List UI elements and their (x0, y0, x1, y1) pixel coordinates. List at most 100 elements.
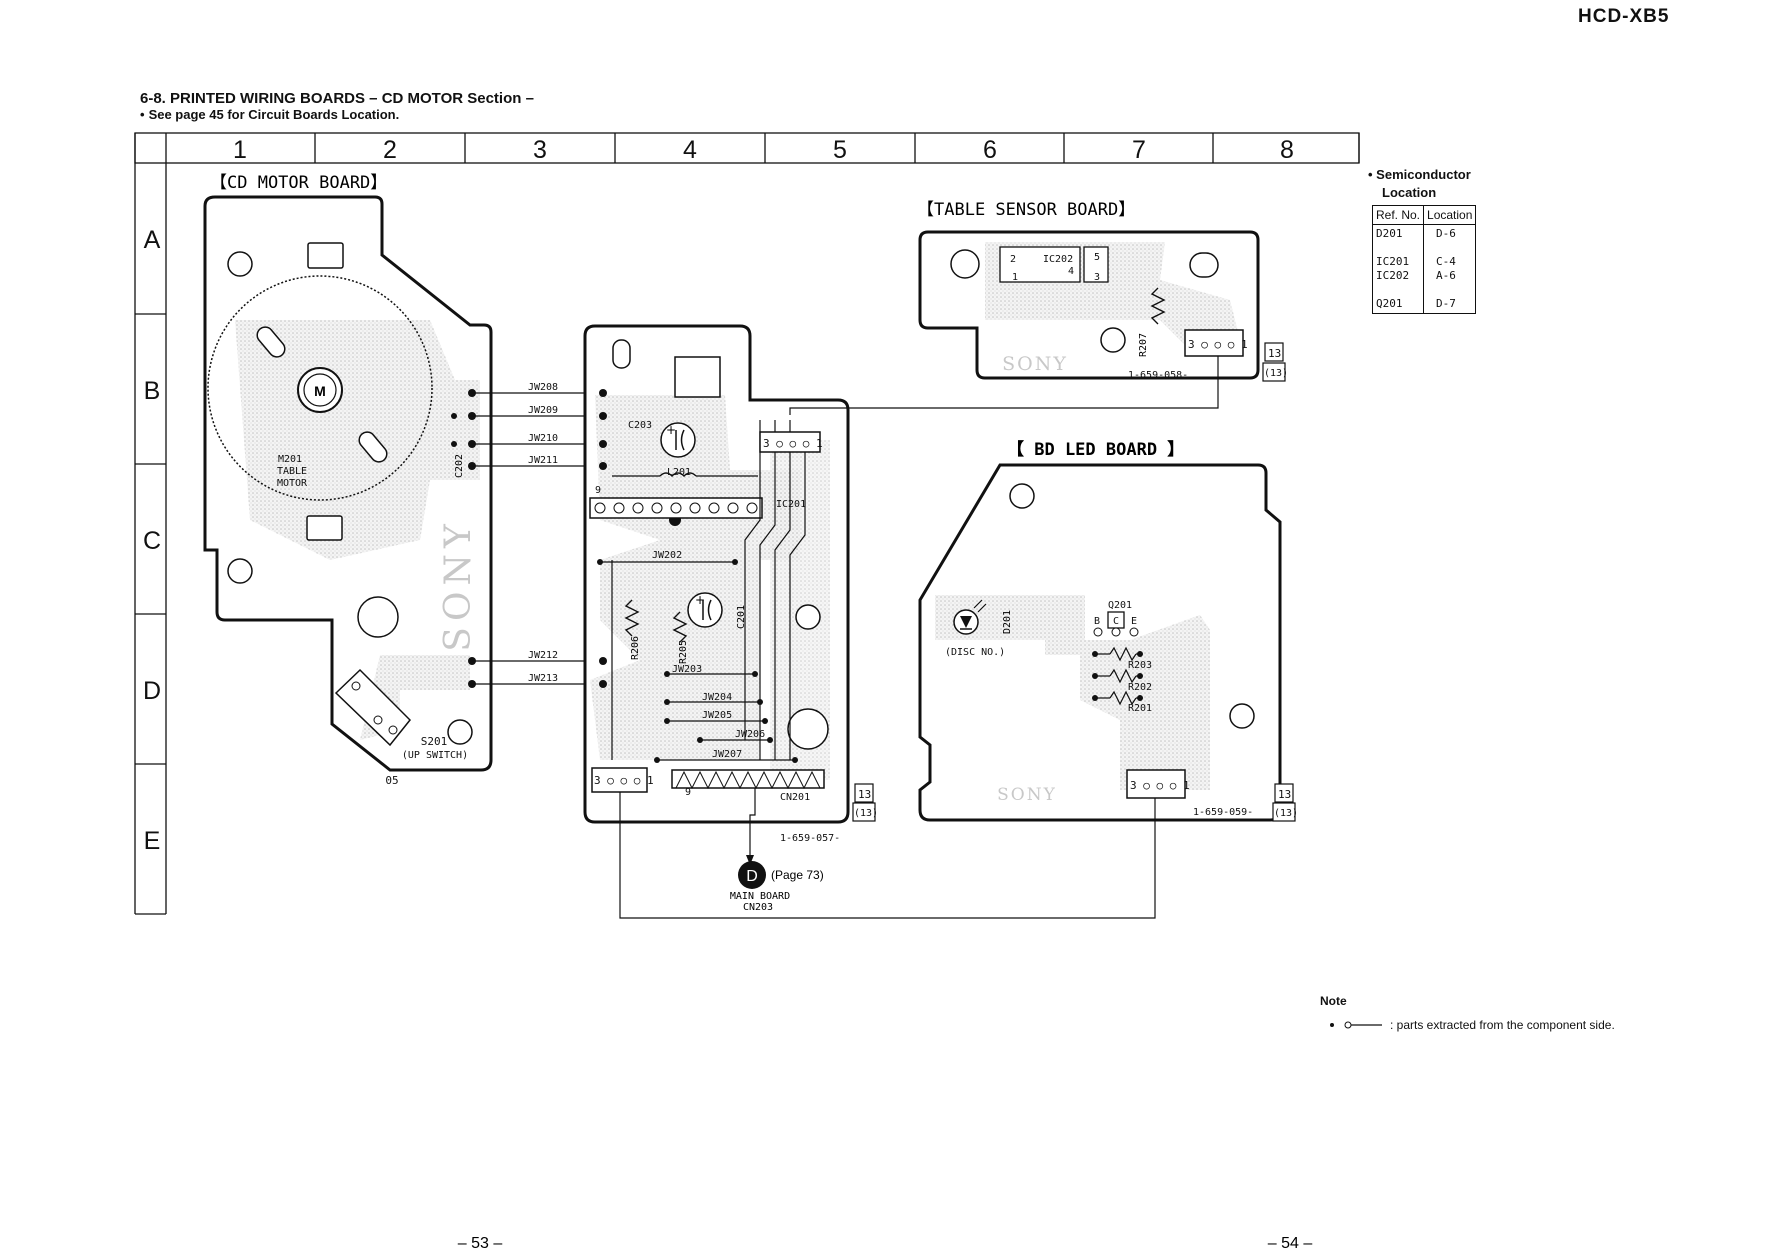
row-label-b: B (144, 377, 161, 405)
column-label-3: 3 (533, 136, 547, 164)
label-r202: R202 (1128, 682, 1152, 693)
label-l201: L201 (667, 467, 691, 478)
loc-ic201: C-4 (1436, 255, 1456, 268)
sony-logo-bd-led: SONY (997, 785, 1057, 805)
center-tag-alt: (13) (854, 808, 878, 819)
pin-c: C (1113, 616, 1119, 627)
column-label-5: 5 (833, 136, 847, 164)
jumper-label: JW211 (528, 455, 558, 466)
row-label-d: D (143, 677, 161, 705)
cd-motor-board-title: 【CD MOTOR BOARD】 (210, 173, 387, 193)
label-r201: R201 (1128, 703, 1152, 714)
column-label-4: 4 (683, 136, 697, 164)
semiconductor-table: Ref. No. Location D201 IC201 IC202 Q201 … (1371, 205, 1477, 314)
section-title: 6-8. PRINTED WIRING BOARDS – CD MOTOR Se… (140, 90, 534, 107)
cap-c202: C202 (454, 454, 465, 478)
loc-d201: D-6 (1436, 227, 1456, 240)
center-tag: 13 (858, 788, 871, 801)
sensor-pin: 2 (1010, 254, 1016, 265)
jumper-label: JW213 (528, 673, 558, 684)
motor-symbol-letter: M (314, 383, 326, 399)
ref-d201: D201 (1376, 227, 1403, 240)
ic202-body (999, 246, 1081, 283)
loc-q201: D-7 (1436, 297, 1456, 310)
table-sensor-tag: 13 (1268, 347, 1281, 360)
bd-led-board: 【 BD LED BOARD 】 (918, 439, 1296, 822)
center-part-no: 1-659-057- (780, 833, 840, 844)
column-label-7: 7 (1132, 136, 1146, 164)
model-number: HCD-XB5 (1578, 6, 1670, 27)
label-disc: (DISC NO.) (945, 647, 1005, 658)
bd-led-title: 【 BD LED BOARD 】 (1007, 439, 1184, 460)
svg-text:+: + (666, 423, 676, 437)
pin-9-cn: 9 (685, 787, 691, 798)
section-subtitle-text: See page 45 for Circuit Boards Location. (148, 107, 400, 122)
table-sensor-part-no: 1-659-058- (1128, 370, 1188, 381)
bd-led-connector-label: 3 ○ ○ ○ 1 (1130, 779, 1190, 792)
page-number-left: – 53 – (458, 1235, 503, 1252)
table-sensor-connector (1184, 329, 1244, 357)
connector-label-2: CN203 (743, 902, 773, 913)
pin-9: 9 (595, 485, 601, 496)
note-symbol (1330, 1021, 1382, 1029)
label-c201: C201 (736, 605, 747, 629)
table-sensor-connector-label: 3 ○ ○ ○ 1 (1188, 338, 1248, 351)
table-cell-loc: D-6 C-4 A-6 D-7 (1423, 224, 1477, 314)
label-jw204: JW204 (702, 692, 732, 703)
sensor-pin: 5 (1094, 252, 1100, 263)
sony-logo-cd-motor: SONY (438, 518, 479, 651)
ref-q201: Q201 (1376, 297, 1403, 310)
label-q201: Q201 (1108, 600, 1132, 611)
pin-e: E (1131, 616, 1137, 627)
ref-ic201: IC201 (1376, 255, 1410, 268)
table-sensor-tag-alt: (13) (1264, 368, 1288, 379)
main-board-connector: D (Page 73) MAIN BOARD CN203 (730, 861, 824, 913)
note-heading: Note (1320, 994, 1347, 1008)
column-label-8: 8 (1280, 136, 1294, 164)
loc-ic202: A-6 (1436, 269, 1456, 282)
sensor-pin: 1 (1012, 272, 1018, 283)
row-label-a: A (144, 226, 161, 254)
table-header-ref: Ref. No. (1371, 205, 1425, 225)
page-number-right: – 54 – (1268, 1235, 1313, 1252)
bd-led-tag-alt: (13) (1274, 808, 1298, 819)
inter-board-cables (619, 356, 1219, 919)
motor-desc-2: MOTOR (277, 478, 308, 489)
label-jw206: JW206 (735, 729, 765, 740)
connector-label-1: MAIN BOARD (730, 891, 790, 902)
sensor-pin: 3 (1094, 272, 1100, 283)
label-cn201: CN201 (780, 792, 810, 803)
label-jw207: JW207 (712, 749, 742, 760)
connector-d-icon (738, 861, 766, 889)
bullet: • (1368, 167, 1377, 182)
switch-ref: S201 (421, 735, 448, 748)
table-header-loc: Location (1423, 205, 1477, 225)
label-c203: C203 (628, 420, 652, 431)
table-sensor-title: 【TABLE SENSOR BOARD】 (917, 200, 1135, 220)
semiconductor-heading: • Semiconductor Location (1368, 166, 1471, 202)
center-top-connector-label: 3 ○ ○ ○ 1 (763, 437, 823, 450)
label-r203: R203 (1128, 660, 1152, 671)
cap-c201-symbol (687, 592, 723, 628)
semiconductor-heading-2: Location (1382, 185, 1437, 200)
bd-led-tag: 13 (1278, 788, 1291, 801)
board-code: 05 (385, 774, 398, 787)
bd-led-connector (1126, 769, 1186, 799)
column-label-6: 6 (983, 136, 997, 164)
label-d201: D201 (1002, 610, 1013, 634)
ref-ic202: IC202 (1376, 269, 1410, 282)
cap-c203-symbol (660, 422, 696, 458)
cd-motor-board: 【CD MOTOR BOARD】 M M201 TABLE MOTOR S201… (203, 173, 493, 787)
grid-frame (134, 132, 1360, 915)
connector-letter: D (746, 868, 758, 885)
column-label-1: 1 (233, 136, 247, 164)
resistor-r205 (672, 611, 688, 643)
sony-logo-table-sensor: SONY (1002, 353, 1068, 375)
motor-ref: M201 (278, 454, 302, 465)
label-ic202: IC202 (1043, 254, 1073, 265)
center-board: + + (583, 324, 876, 824)
label-r206: R206 (630, 636, 641, 660)
jumper-label: JW208 (528, 382, 558, 393)
jumper-label: JW209 (528, 405, 558, 416)
